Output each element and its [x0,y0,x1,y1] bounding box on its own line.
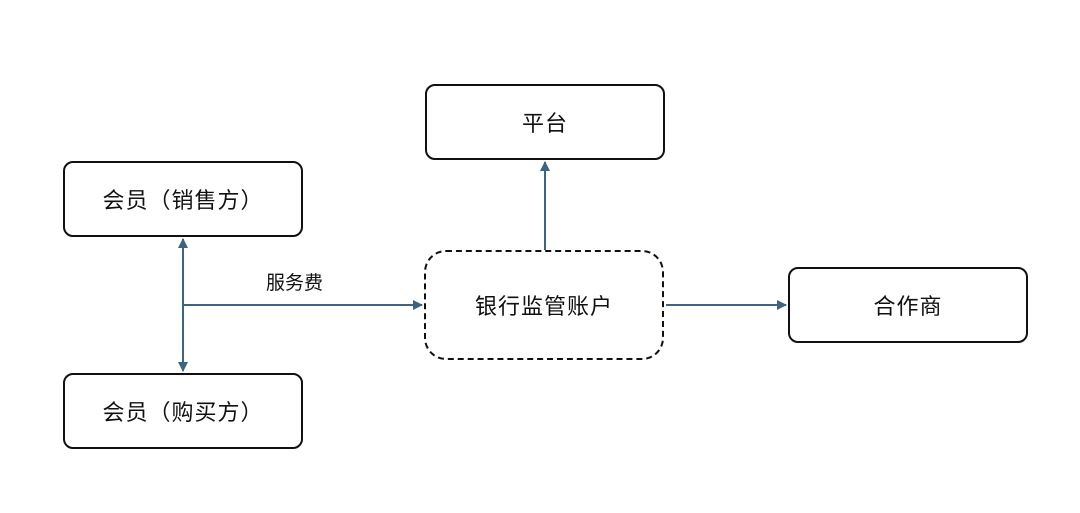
service-fee-label: 服务费 [266,272,324,294]
seller-member-node: 会员（销售方） [63,161,303,237]
partner-label: 合作商 [873,295,943,320]
buyer-member-label: 会员（购买方） [102,401,264,426]
seller-member-label: 会员（销售方） [102,189,264,214]
platform-label: 平台 [521,112,568,137]
partner-node: 合作商 [788,267,1028,343]
platform-node: 平台 [425,84,665,160]
bank-escrow-account-node: 银行监管账户 [424,250,664,360]
bank-escrow-account-label: 银行监管账户 [474,295,613,320]
buyer-member-node: 会员（购买方） [63,373,303,449]
